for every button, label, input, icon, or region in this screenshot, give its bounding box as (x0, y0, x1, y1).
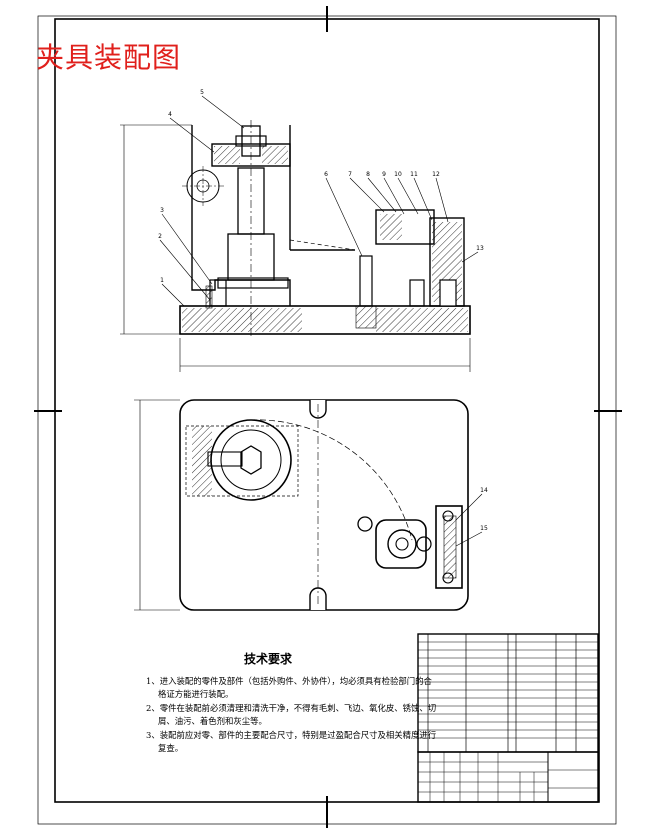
part-balloon-label: 6 (324, 171, 328, 178)
side-bracket (435, 505, 463, 589)
parts-list (417, 633, 599, 753)
top-dimensions (134, 399, 180, 611)
title-block (417, 751, 599, 803)
part-balloon-label: 15 (480, 525, 488, 532)
tech-requirement-line: 1、进入装配的零件及部件（包括外购件、外协件），均必须具有检验部门的合 (146, 676, 432, 686)
tech-requirement-line: 复查。 (158, 743, 184, 753)
part-balloon-label: 14 (480, 487, 488, 494)
tech-requirement-line: 屑、油污、着色剂和灰尘等。 (158, 716, 267, 726)
part-balloon-label: 2 (158, 233, 162, 240)
tech-requirements-heading: 技术要求 (244, 652, 293, 666)
part-balloon-label: 5 (200, 89, 204, 96)
tech-requirement-line: 2、零件在装配前必须清理和清洗干净，不得有毛刺、飞边、氧化皮、锈蚀、切 (146, 703, 437, 713)
part-balloon-label: 12 (432, 171, 440, 178)
top-view (179, 399, 469, 611)
part-balloon-label: 3 (160, 207, 164, 214)
front-dimensions (120, 124, 471, 372)
base-plate (179, 305, 471, 335)
tech-requirement-line: 3、装配前应对零、部件的主要配合尺寸，特别是过盈配合尺寸及相关精度进行 (146, 730, 437, 740)
front-view (179, 120, 471, 336)
part-balloon-label: 10 (394, 171, 402, 178)
collar (227, 233, 275, 281)
part-balloon-label: 8 (366, 171, 370, 178)
part-balloon-label: 7 (348, 171, 352, 178)
part-balloon-label: 4 (168, 111, 172, 118)
centring-marks (34, 6, 622, 828)
tech-requirement-line: 格证方能进行装配。 (158, 689, 234, 699)
part-balloon-label: 9 (382, 171, 386, 178)
balloon-leaders (159, 95, 483, 547)
clamp-arm (211, 143, 291, 167)
part-balloon-label: 1 (160, 277, 164, 284)
locating-pin (359, 255, 373, 307)
part-balloon-label: 11 (410, 171, 418, 178)
drawing-title: 夹具装配图 (36, 41, 182, 74)
part-balloon-label: 13 (476, 245, 484, 252)
clamp-disc (210, 419, 292, 501)
